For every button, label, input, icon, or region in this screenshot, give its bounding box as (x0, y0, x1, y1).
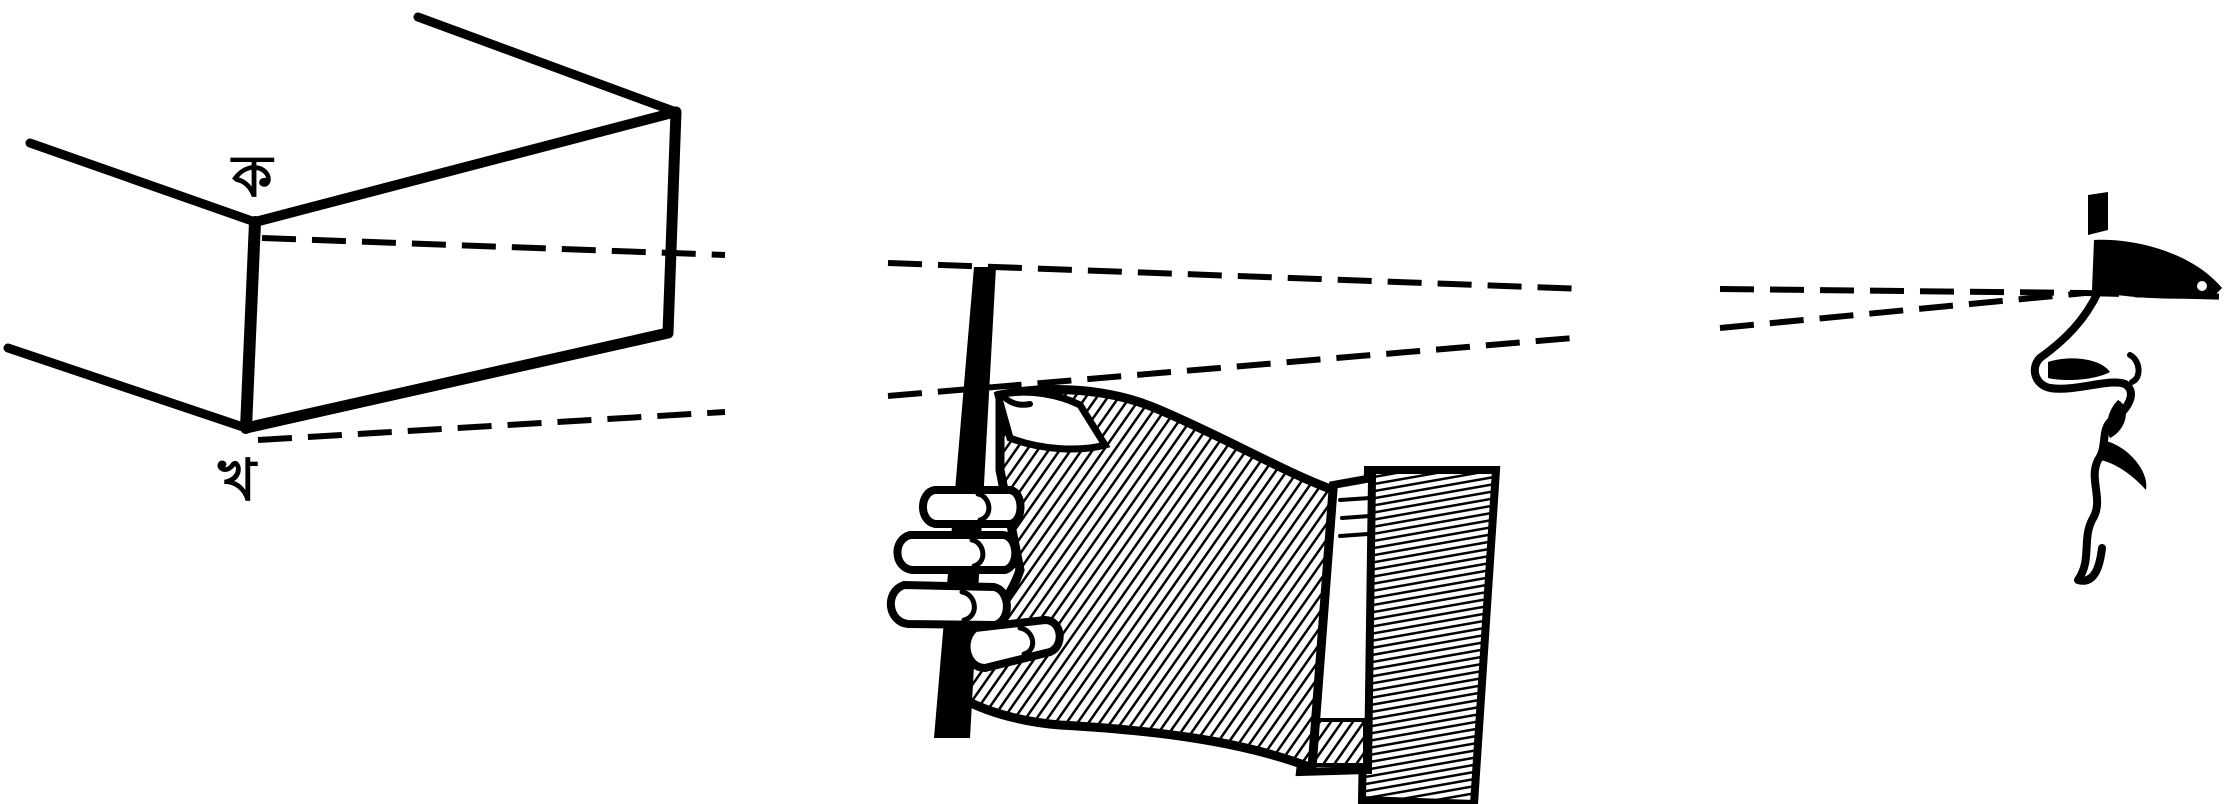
hand-back (950, 390, 1333, 768)
sight-line-top-segment-3 (1720, 289, 2085, 293)
hand-holding-pencil (891, 267, 1496, 804)
sight-line-top-segment-1 (262, 238, 725, 255)
observer-eye-profile (2035, 192, 2222, 581)
bottom-corner-label: খ (217, 446, 258, 514)
sight-lines (258, 238, 2232, 440)
top-corner-label: ক (230, 142, 275, 210)
sight-line-bottom-segment-2 (888, 337, 1585, 396)
sight-line-bottom-segment-1 (258, 412, 725, 440)
rectangular-block: ক খ (8, 17, 676, 514)
sight-line-bottom-segment-3 (1720, 293, 2085, 328)
